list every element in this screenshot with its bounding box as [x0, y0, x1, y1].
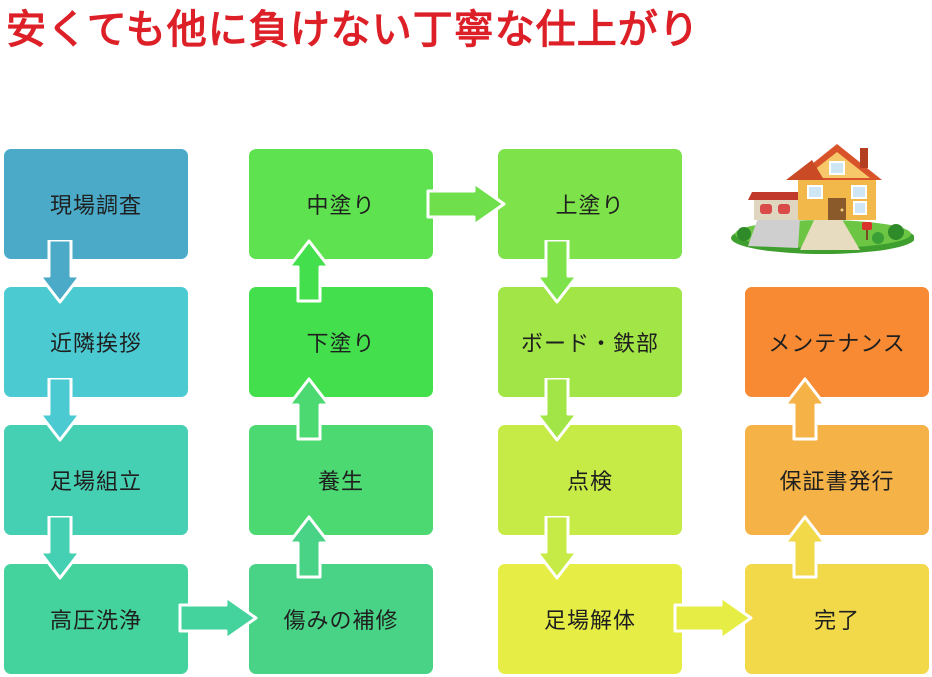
step-itami-hoshuu: 傷みの補修 — [249, 564, 433, 674]
step-tenken: 点検 — [498, 425, 682, 535]
arrow-up-icon — [785, 377, 825, 441]
step-maintenance: メンテナンス — [745, 287, 929, 397]
page-title: 安くても他に負けない丁寧な仕上がり — [6, 6, 700, 53]
step-kanryou: 完了 — [745, 564, 929, 674]
step-genba-chousa: 現場調査 — [4, 149, 188, 259]
arrow-up-icon — [289, 515, 329, 579]
arrow-down-icon — [40, 240, 80, 304]
arrow-right-icon — [426, 181, 506, 227]
step-ashiba-kaitai: 足場解体 — [498, 564, 682, 674]
arrow-down-icon — [40, 378, 80, 442]
step-youjou: 養生 — [249, 425, 433, 535]
arrow-up-icon — [289, 239, 329, 303]
arrow-down-icon — [537, 240, 577, 304]
arrow-down-icon — [537, 378, 577, 442]
step-hoshousho-hakkou: 保証書発行 — [745, 425, 929, 535]
step-kinrin-aisatsu: 近隣挨拶 — [4, 287, 188, 397]
arrow-right-icon — [178, 595, 258, 641]
step-ashiba-kumitate: 足場組立 — [4, 425, 188, 535]
step-board-tetsubu: ボード・鉄部 — [498, 287, 682, 397]
step-kouatsu-senjou: 高圧洗浄 — [4, 564, 188, 674]
house-illustration-icon — [731, 144, 914, 254]
arrow-up-icon — [785, 515, 825, 579]
arrow-down-icon — [537, 516, 577, 580]
step-uwa-nuri: 上塗り — [498, 149, 682, 259]
step-naka-nuri: 中塗り — [249, 149, 433, 259]
arrow-right-icon — [673, 595, 753, 641]
arrow-down-icon — [40, 516, 80, 580]
step-shita-nuri: 下塗り — [249, 287, 433, 397]
arrow-up-icon — [289, 377, 329, 441]
